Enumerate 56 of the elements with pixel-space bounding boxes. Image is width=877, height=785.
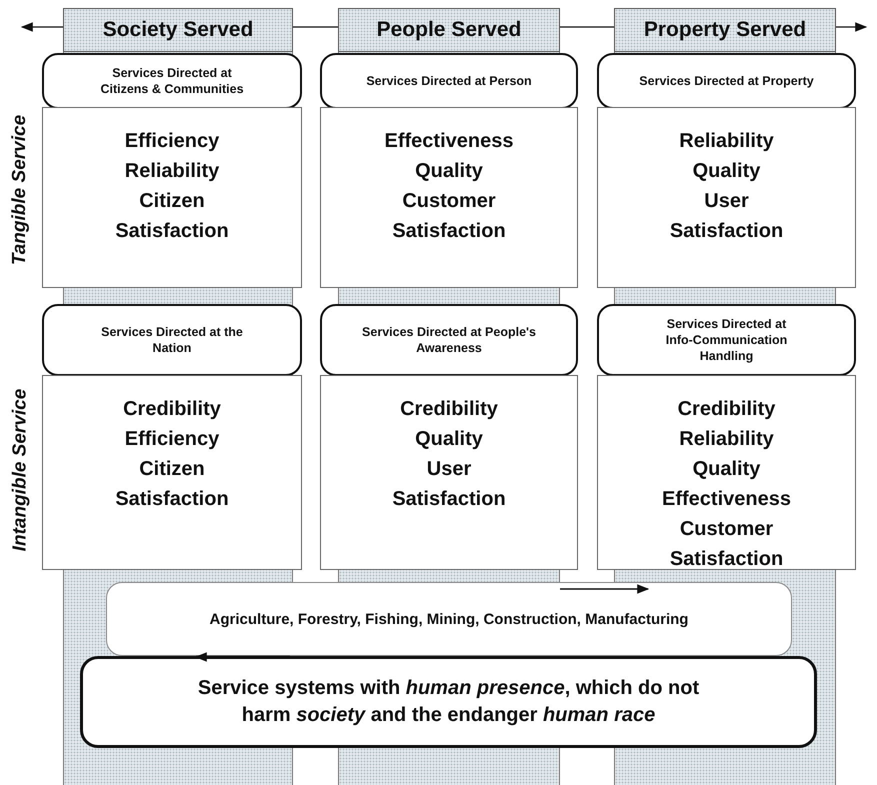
criterion-text: Efficiency bbox=[124, 427, 220, 452]
criterion-text: Customer bbox=[680, 517, 774, 542]
criteria-box bbox=[42, 375, 302, 570]
box-text: Society Served bbox=[102, 18, 254, 42]
criterion-text: Effectiveness bbox=[384, 129, 514, 154]
row-label: Intangible Service bbox=[8, 388, 31, 552]
box-text: Services Directed at Person bbox=[366, 73, 532, 89]
statement-box bbox=[80, 656, 817, 748]
criterion-text: Quality bbox=[692, 457, 760, 482]
box-text: Property Served bbox=[644, 18, 806, 42]
criterion-text: User bbox=[426, 457, 472, 482]
category-box bbox=[597, 304, 856, 376]
criterion-text: User bbox=[704, 189, 749, 214]
criteria-box bbox=[320, 107, 578, 288]
criterion-text: Customer bbox=[402, 189, 496, 214]
category-box bbox=[320, 304, 578, 376]
box-text: Agriculture, Forestry, Fishing, Mining, Construction, Manufacturing bbox=[210, 610, 688, 628]
criteria-box bbox=[42, 107, 302, 288]
criterion-text: Reliability bbox=[679, 129, 774, 154]
box-text: People Served bbox=[376, 18, 522, 42]
criterion-text: Credibility bbox=[678, 397, 776, 422]
box-text: Services Directed at Info-Communication Handling bbox=[664, 316, 788, 364]
criterion-text: Quality bbox=[415, 159, 483, 184]
criterion-text: Satisfaction bbox=[670, 219, 784, 244]
criteria-box bbox=[597, 107, 856, 288]
criterion-text: Citizen bbox=[139, 189, 205, 214]
criterion-text: Reliability bbox=[679, 427, 774, 452]
sector-box bbox=[106, 582, 792, 656]
criterion-text: Efficiency bbox=[124, 129, 220, 154]
category-box bbox=[42, 53, 302, 109]
category-box bbox=[597, 53, 856, 109]
column-header bbox=[63, 8, 293, 52]
criterion-text: Satisfaction bbox=[115, 219, 229, 244]
criterion-text: Quality bbox=[692, 159, 760, 184]
box-text: Service systems with human presence, which do not harm society and the endanger human race bbox=[196, 676, 700, 728]
category-box bbox=[42, 304, 302, 376]
criterion-text: Satisfaction bbox=[115, 487, 229, 512]
criterion-text: Citizen bbox=[139, 457, 205, 482]
box-text: Services Directed at People's Awareness bbox=[361, 324, 537, 356]
criteria-box bbox=[597, 375, 856, 570]
criteria-box bbox=[320, 375, 578, 570]
criterion-text: Credibility bbox=[400, 397, 498, 422]
row-label: Tangible Service bbox=[9, 114, 32, 266]
criterion-text: Effectiveness bbox=[662, 487, 791, 512]
category-box bbox=[320, 53, 578, 109]
criterion-text: Satisfaction bbox=[392, 487, 506, 512]
criterion-text: Satisfaction bbox=[392, 219, 506, 244]
box-text: Services Directed at the Nation bbox=[100, 324, 244, 356]
box-text: Services Directed at Citizens & Communities bbox=[99, 65, 245, 97]
column-header bbox=[338, 8, 560, 52]
criterion-text: Satisfaction bbox=[670, 547, 784, 572]
column-header bbox=[614, 8, 836, 52]
criterion-text: Reliability bbox=[124, 159, 220, 184]
criterion-text: Credibility bbox=[123, 397, 221, 422]
criterion-text: Quality bbox=[415, 427, 483, 452]
box-text: Services Directed at Property bbox=[639, 73, 814, 89]
